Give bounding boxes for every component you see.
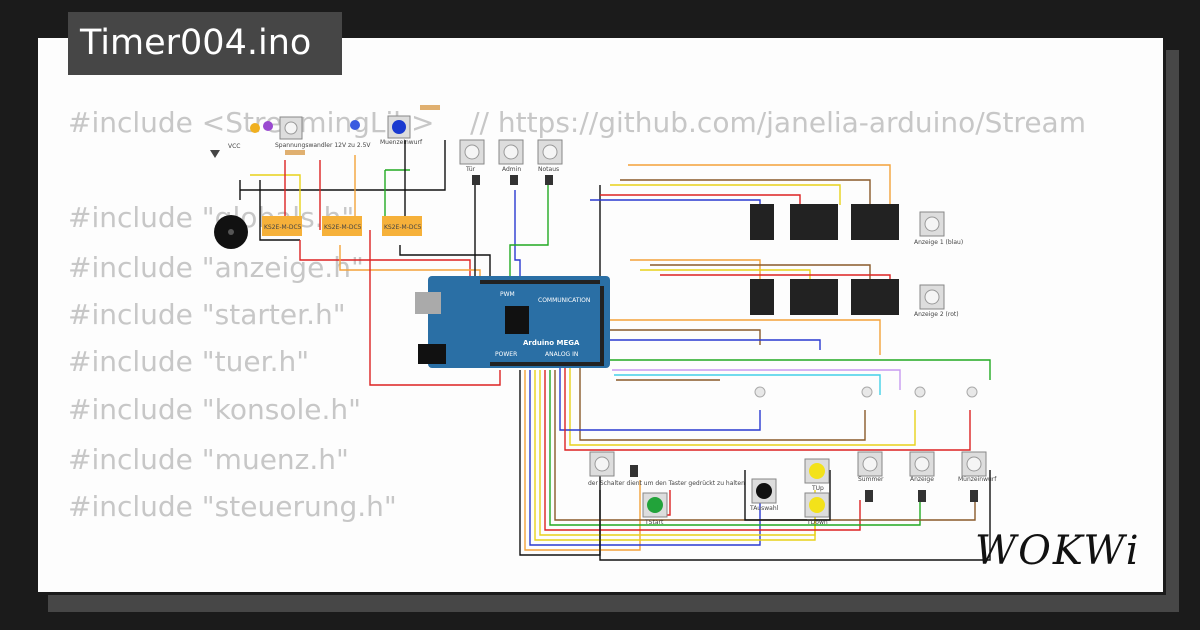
- seg-1-1: [750, 204, 774, 240]
- board-analog-label: ANALOG IN: [545, 351, 578, 358]
- button-tauswahl[interactable]: TAuswahl: [749, 478, 779, 512]
- code-line-4: #include "starter.h": [68, 298, 346, 331]
- display-row-2: [750, 279, 899, 315]
- switch-summer[interactable]: [865, 490, 873, 502]
- relay-1-label: KS2E-M-DC5: [264, 224, 302, 231]
- project-title[interactable]: Timer004.ino: [68, 12, 342, 75]
- button-tup[interactable]: TUp: [804, 458, 830, 492]
- code-line-7: #include "muenz.h": [68, 443, 349, 476]
- label-anzeige: Anzeige: [910, 476, 934, 483]
- label-muenzeinwurf: Münzeinwurf: [958, 476, 997, 483]
- button-anzeige1[interactable]: Anzeige 1 (blau): [914, 211, 963, 246]
- label-tauswahl: TAuswahl: [749, 505, 779, 512]
- board-pwm-label: PWM: [500, 291, 515, 298]
- led-yellow-top[interactable]: [250, 123, 260, 133]
- label-tup: TUp: [811, 485, 824, 492]
- resistor-mid: [285, 150, 305, 155]
- switch-tuer[interactable]: [472, 175, 480, 185]
- resistor-top: [420, 105, 440, 110]
- led-1[interactable]: [754, 386, 766, 398]
- seg-2-3: [814, 279, 838, 315]
- seg-2-2: [790, 279, 814, 315]
- label-muenzeinwurf-top: Muenzeinwurf: [380, 139, 423, 146]
- label-anzeige1: Anzeige 1 (blau): [914, 239, 963, 246]
- label-spannungswandler: Spannungswandler 12V zu 2.5V: [275, 142, 371, 149]
- button-anzeige2[interactable]: Anzeige 2 (rot): [914, 284, 959, 318]
- display-row-1: [750, 204, 899, 240]
- relay-2[interactable]: [322, 216, 362, 236]
- relay-2-label: KS2E-M-DC5: [324, 224, 362, 231]
- label-admin: Admin: [502, 166, 521, 173]
- label-summer: Summer: [858, 476, 884, 483]
- vcc-label: VCC: [228, 143, 240, 150]
- switch-anzeige[interactable]: [918, 490, 926, 502]
- seg-2-4: [851, 279, 875, 315]
- button-notaus[interactable]: Notaus: [537, 139, 563, 173]
- board-comm-label: COMMUNICATION: [538, 297, 590, 304]
- led-3[interactable]: [914, 386, 926, 398]
- button-tstart[interactable]: TStart: [642, 492, 668, 526]
- led-blue-top[interactable]: [350, 120, 360, 130]
- label-notaus: Notaus: [538, 166, 559, 173]
- button-tdown[interactable]: TDown: [804, 492, 830, 526]
- vcc-symbol: VCC: [210, 143, 240, 158]
- button-muenzeinwurf[interactable]: Münzeinwurf: [958, 451, 997, 483]
- board-label: Arduino MEGA: [523, 339, 580, 347]
- label-tstart: TStart: [644, 519, 664, 526]
- button-anzeige[interactable]: Anzeige: [909, 451, 935, 483]
- button-summer[interactable]: Summer: [857, 451, 884, 483]
- code-line-8: #include "steuerung.h": [68, 490, 397, 523]
- code-line-5: #include "tuer.h": [68, 345, 310, 378]
- code-line-3: #include "anzeige.h": [68, 251, 364, 284]
- switch-muenzeinwurf[interactable]: [970, 490, 978, 502]
- relay-3-label: KS2E-M-DC5: [384, 224, 422, 231]
- code-line-6: #include "konsole.h": [68, 393, 362, 426]
- relay-3[interactable]: [382, 216, 422, 236]
- label-tdown: TDown: [806, 519, 828, 526]
- wires: [239, 140, 991, 561]
- relay-1[interactable]: [262, 216, 302, 236]
- led-4[interactable]: [966, 386, 978, 398]
- seg-1-2: [790, 204, 814, 240]
- button-admin[interactable]: Admin: [498, 139, 524, 173]
- switch-schalter[interactable]: [630, 465, 638, 477]
- led-2[interactable]: [861, 386, 873, 398]
- led-purple-top[interactable]: [263, 121, 273, 131]
- seg-1-3: [814, 204, 838, 240]
- seg-2-1: [750, 279, 774, 315]
- label-schalter-hint: der Schalter dient um den Taster gedrück…: [588, 480, 745, 487]
- wokwi-logo: WOKWi: [975, 528, 1141, 574]
- switch-admin[interactable]: [510, 175, 518, 185]
- label-tuer: Tür: [465, 166, 476, 173]
- board-power-label: POWER: [495, 351, 517, 358]
- seg-1-4: [851, 204, 875, 240]
- seg-2-5: [875, 279, 899, 315]
- arduino-mega-board[interactable]: PWM COMMUNICATION Arduino MEGA POWER ANA…: [415, 276, 610, 368]
- label-anzeige2: Anzeige 2 (rot): [914, 311, 959, 318]
- button-tuer[interactable]: Tür: [459, 139, 485, 173]
- button-schalter[interactable]: [589, 451, 615, 477]
- seg-1-5: [875, 204, 899, 240]
- switch-notaus[interactable]: [545, 175, 553, 185]
